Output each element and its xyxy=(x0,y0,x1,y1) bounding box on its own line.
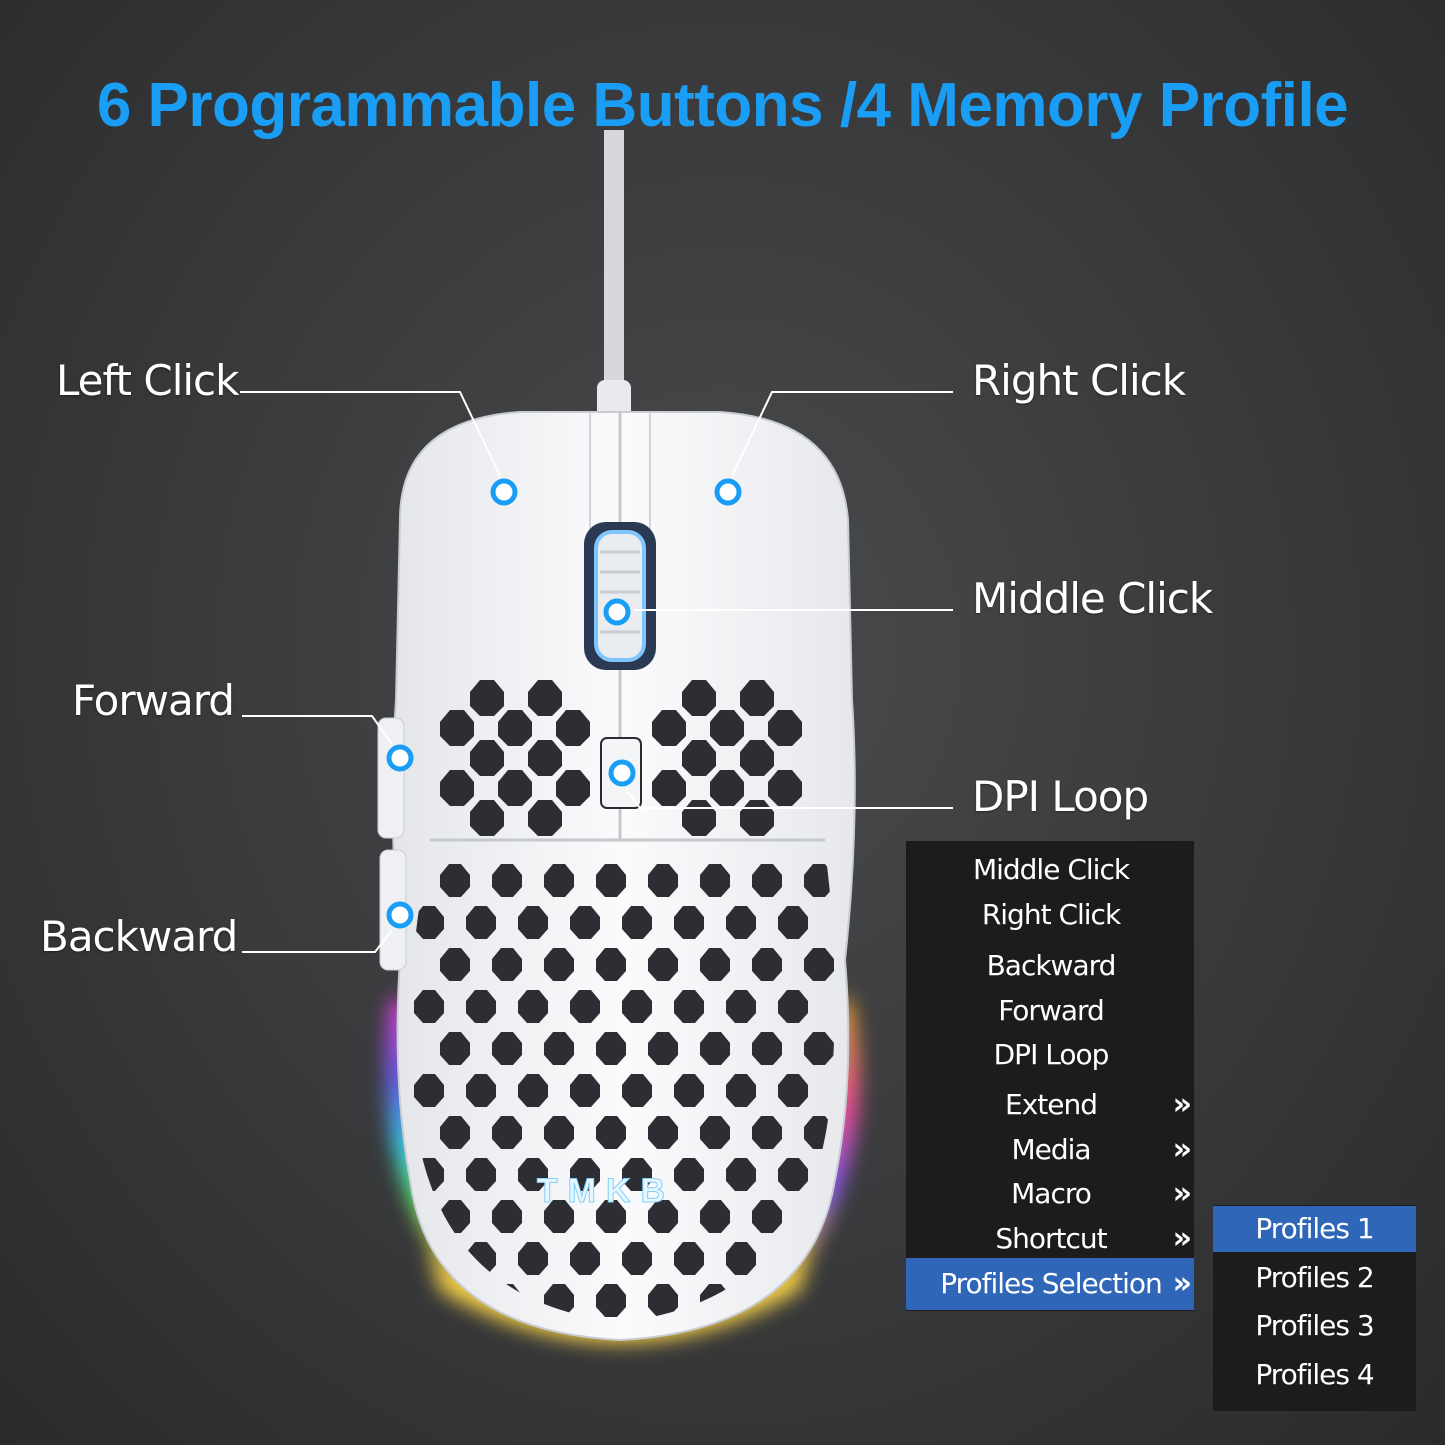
menu-item-profiles-selection[interactable]: Profiles Selection» xyxy=(906,1258,1194,1310)
hotspot-markers xyxy=(386,478,742,929)
submenu-item-profiles-2[interactable]: Profiles 2 xyxy=(1255,1261,1374,1294)
menu-item-dpi-loop[interactable]: DPI Loop xyxy=(993,1038,1110,1071)
forward-hotspot xyxy=(386,744,414,772)
chevron-right-icon: » xyxy=(1172,1266,1193,1301)
chevron-right-icon: » xyxy=(1172,1221,1193,1256)
chevron-right-icon: » xyxy=(1172,1087,1193,1122)
left-click-label: Left Click xyxy=(56,356,239,405)
forward-side-button xyxy=(377,717,405,839)
profiles-submenu: Profiles 1 Profiles 2 Profiles 3 Profile… xyxy=(1213,1205,1416,1411)
rear-honeycomb xyxy=(414,864,834,1317)
button-function-menu: Middle Click Right Click Backward Forwar… xyxy=(906,841,1194,1311)
chevron-right-icon: » xyxy=(1172,1132,1193,1167)
menu-item-backward[interactable]: Backward xyxy=(986,949,1117,982)
submenu-item-profiles-3[interactable]: Profiles 3 xyxy=(1255,1309,1374,1342)
right-click-hotspot xyxy=(714,478,742,506)
forward-label: Forward xyxy=(72,676,235,725)
leader-lines xyxy=(240,391,953,953)
menu-item-shortcut[interactable]: Shortcut» xyxy=(906,1217,1194,1261)
menu-item-macro[interactable]: Macro» xyxy=(906,1172,1194,1216)
page-title: 6 Programmable Buttons /4 Memory Profile xyxy=(96,71,1349,140)
left-click-hotspot xyxy=(490,478,518,506)
menu-item-forward[interactable]: Forward xyxy=(998,994,1105,1027)
menu-item-right-click[interactable]: Right Click xyxy=(981,898,1121,931)
right-click-label: Right Click xyxy=(972,356,1186,405)
brand-logo: TMKB xyxy=(537,1172,675,1210)
submenu-item-profiles-1[interactable]: Profiles 1 xyxy=(1213,1206,1416,1252)
menu-item-middle-click[interactable]: Middle Click xyxy=(972,853,1130,886)
cable xyxy=(604,130,624,420)
backward-hotspot xyxy=(386,901,414,929)
menu-item-media[interactable]: Media» xyxy=(906,1128,1194,1172)
middle-click-hotspot xyxy=(603,598,631,626)
menu-item-extend[interactable]: Extend» xyxy=(906,1083,1194,1127)
chevron-right-icon: » xyxy=(1172,1176,1193,1211)
submenu-item-profiles-4[interactable]: Profiles 4 xyxy=(1255,1358,1374,1391)
middle-click-label: Middle Click xyxy=(972,574,1213,623)
dpi-loop-hotspot xyxy=(608,759,636,787)
honeycomb-holes xyxy=(440,680,802,836)
dpi-loop-label: DPI Loop xyxy=(972,772,1149,821)
backward-label: Backward xyxy=(40,912,238,961)
